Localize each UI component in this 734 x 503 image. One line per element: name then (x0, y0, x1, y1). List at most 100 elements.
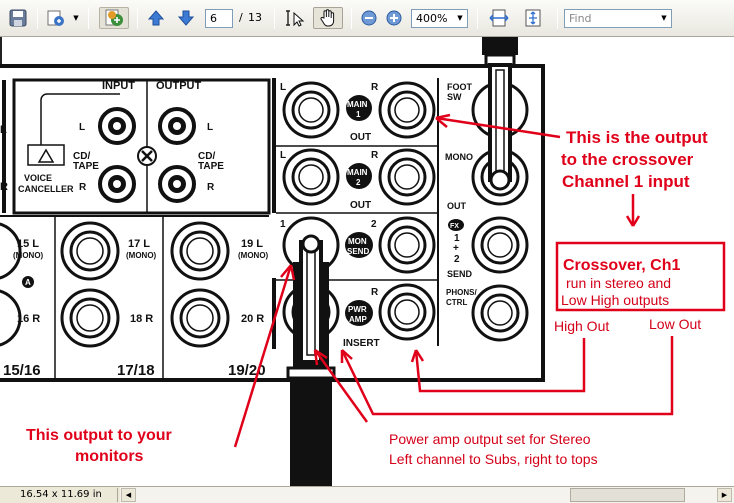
zoom-in-icon (386, 10, 402, 26)
rca-jack-input-r (98, 165, 136, 203)
zoom-in-button[interactable] (383, 7, 405, 29)
svg-text:L: L (280, 150, 286, 161)
chevron-down-icon: ▼ (457, 14, 463, 22)
arrow-right-icon: ▶ (721, 491, 728, 499)
previous-page-button[interactable] (145, 7, 167, 29)
svg-text:OUT: OUT (350, 132, 371, 143)
jack-fx-send (471, 216, 529, 274)
svg-text:(MONO): (MONO) (13, 251, 44, 260)
chevron-down-icon: ▼ (73, 14, 79, 22)
main2-badge (346, 163, 372, 189)
zoom-select[interactable]: 400% ▼ (411, 9, 468, 28)
jack-phones (471, 284, 529, 342)
svg-text:16 R: 16 R (17, 313, 40, 325)
status-bar: 16.54 x 11.69 in ◀ ▶ (0, 486, 734, 503)
svg-text:A: A (25, 278, 31, 287)
plug-mon-send (286, 234, 336, 486)
zoom-value: 400% (416, 12, 448, 25)
share-button[interactable] (99, 7, 129, 29)
svg-text:Low Out: Low Out (649, 316, 701, 332)
svg-text:MON: MON (348, 237, 367, 246)
svg-text:MAIN: MAIN (347, 168, 368, 177)
svg-text:19 L: 19 L (241, 238, 263, 250)
scroll-left-button[interactable]: ◀ (121, 488, 136, 502)
fit-page-button[interactable] (521, 7, 545, 29)
select-tool-button[interactable] (283, 7, 307, 29)
svg-text:R: R (371, 82, 379, 93)
io-section (12, 78, 271, 215)
svg-text:18 R: 18 R (130, 313, 153, 325)
svg-text:1: 1 (356, 110, 361, 119)
plug-foot-sw (482, 37, 518, 191)
toolbar: ▼ 6 / 13 400% ▼ Find ▼ (0, 0, 734, 37)
svg-text:L: L (0, 124, 7, 136)
svg-text:2: 2 (356, 178, 361, 187)
find-input[interactable]: Find ▼ (564, 9, 672, 28)
svg-text:Crossover, Ch1: Crossover, Ch1 (563, 257, 680, 274)
crossover-box (555, 241, 726, 312)
svg-text:OUTPUT: OUTPUT (156, 80, 202, 92)
svg-text:20 R: 20 R (241, 313, 264, 325)
svg-text:CTRL: CTRL (446, 298, 467, 307)
svg-text:MONO: MONO (445, 152, 473, 162)
mon-send-badge (345, 232, 373, 258)
svg-text:R: R (207, 182, 215, 193)
svg-text:(MONO): (MONO) (126, 251, 157, 260)
panel-outline (0, 64, 545, 382)
svg-text:L: L (207, 122, 213, 133)
jack-main2-r (378, 148, 436, 206)
select-text-icon (286, 10, 305, 27)
svg-text:L: L (280, 82, 286, 93)
svg-text:(MONO): (MONO) (238, 251, 269, 260)
jack-pwr-r (378, 283, 436, 341)
svg-text:Power amp output set for Stere: Power amp output set for Stereo (389, 431, 591, 447)
zoom-out-button[interactable] (358, 7, 380, 29)
svg-text:R: R (371, 287, 379, 298)
save-button[interactable] (6, 7, 30, 29)
svg-text:PWR: PWR (348, 305, 367, 314)
pwr-amp-badge (345, 300, 373, 326)
svg-text:1: 1 (454, 233, 460, 244)
svg-text:CANCELLER: CANCELLER (18, 184, 74, 194)
rca-jack-input-l (98, 107, 136, 145)
svg-text:Low High outputs: Low High outputs (561, 292, 669, 308)
svg-text:17 L: 17 L (128, 238, 150, 250)
jack-19-l (170, 221, 230, 281)
svg-text:SEND: SEND (447, 269, 473, 279)
svg-text:CD/: CD/ (73, 151, 90, 162)
svg-text:TAPE: TAPE (73, 161, 99, 172)
svg-text:INPUT: INPUT (102, 80, 135, 92)
jack-18-r (60, 288, 120, 348)
scroll-thumb[interactable] (570, 488, 685, 502)
document-view[interactable]: INPUT OUTPUT L R L R CD/ TAPE CD/ TAPE V… (0, 37, 734, 486)
svg-text:Left channel to Subs, right to: Left channel to Subs, right to tops (389, 451, 598, 467)
svg-text:Channel 1 input: Channel 1 input (562, 172, 690, 191)
svg-text:MAIN: MAIN (347, 100, 368, 109)
svg-text:CD/: CD/ (198, 151, 215, 162)
page-number-input[interactable]: 6 (205, 9, 233, 28)
save-icon (9, 9, 27, 27)
svg-text:1: 1 (280, 219, 286, 230)
svg-text:High Out: High Out (554, 318, 609, 334)
print-menu-button[interactable]: ▼ (71, 7, 81, 29)
print-button[interactable] (43, 7, 69, 29)
next-page-button[interactable] (175, 7, 197, 29)
svg-text:This is the output: This is the output (566, 128, 708, 147)
find-placeholder: Find (569, 12, 592, 25)
fit-width-button[interactable] (487, 7, 511, 29)
svg-text:FX: FX (450, 223, 459, 230)
chevron-down-icon: ▼ (661, 14, 667, 22)
svg-text:15 L: 15 L (17, 238, 39, 250)
rca-jack-output-l (158, 107, 196, 145)
page-image: INPUT OUTPUT L R L R CD/ TAPE CD/ TAPE V… (0, 37, 726, 486)
hand-tool-button[interactable] (313, 7, 343, 29)
scroll-right-button[interactable]: ▶ (717, 488, 732, 502)
horizontal-scrollbar[interactable]: ◀ ▶ (120, 487, 734, 503)
jack-main2-l (282, 148, 340, 206)
jack-main1-l (282, 81, 340, 139)
svg-text:VOICE: VOICE (24, 173, 52, 183)
svg-text:FOOT: FOOT (447, 82, 472, 92)
arrow-left-icon: ◀ (125, 491, 132, 499)
svg-text:R: R (371, 150, 379, 161)
rca-jack-output-r (158, 165, 196, 203)
